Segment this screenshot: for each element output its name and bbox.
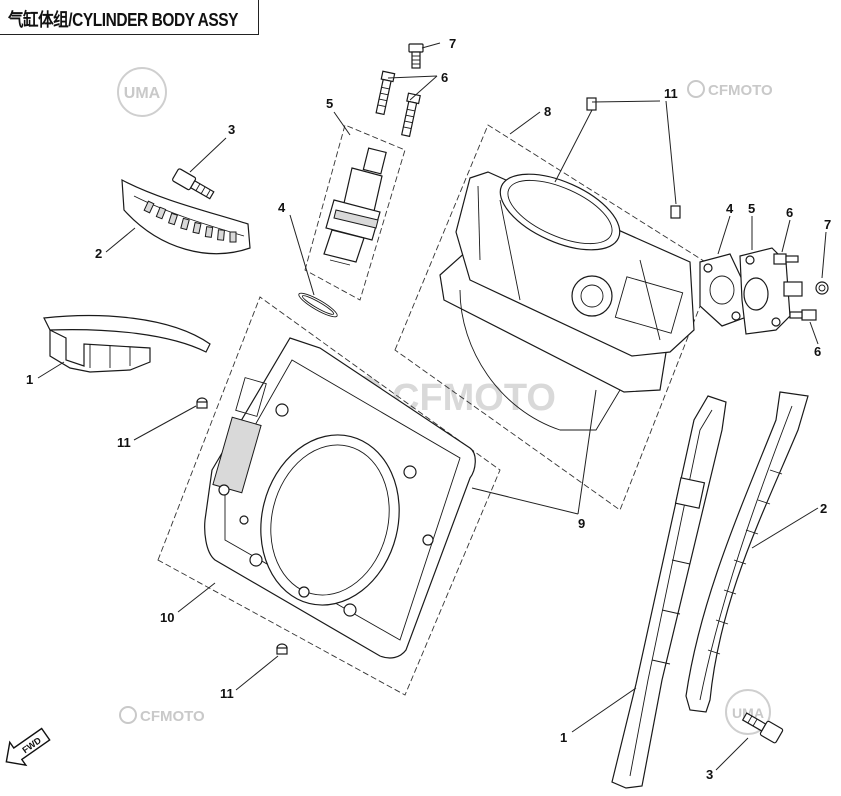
callout-6: 6 [441,70,448,85]
title-box: 气缸体组/CYLINDER BODY ASSY [0,0,259,35]
cfmoto-watermark-top: CFMOTO [687,80,773,99]
bolt-top-6b [401,92,421,138]
fitting-bolt-6-upper [773,253,799,265]
uma-badge-text: UMA [124,85,161,102]
chain-tensioner-upper [323,147,387,266]
bolt-top-7 [408,43,424,69]
chain-guide-right [611,395,727,789]
tensioner-gasket-4 [298,292,338,318]
group-box-tensioner [304,124,406,301]
cfmoto-watermark-text: CFMOTO [140,708,205,725]
bolt-top-6a [375,70,396,116]
diagram-title: 气缸体组/CYLINDER BODY ASSY [8,10,239,30]
water-fitting-5 [739,247,803,335]
dowel-pin-11-top-b [670,205,681,219]
right-arm-teeth [707,469,783,655]
fitting-bolt-6-lower [789,309,817,321]
chain-tensioner-arm-right [685,391,809,713]
callout-2: 2 [95,246,102,261]
cylinder-base-gasket-10 [204,337,476,659]
uma-watermark-top: UMA [117,67,167,117]
callout-4: 4 [726,201,734,216]
uma-badge-text: UMA [732,705,764,721]
uma-watermark-bottom: UMA [725,689,771,735]
arm-teeth [143,200,237,243]
water-fitting-gasket-4 [699,253,747,327]
group-box-cylinder [394,124,716,511]
chain-tensioner-arm-upper [121,178,251,255]
dowel-pin-11-top-a [586,97,597,111]
callout-1: 1 [560,730,567,745]
callout-3: 3 [706,767,713,782]
callout-3: 3 [228,122,235,137]
callout-6: 6 [814,344,821,359]
cfmoto-watermark-text: CFMOTO [708,82,773,99]
callout-11: 11 [117,435,131,450]
callout-4: 4 [278,200,286,215]
callout-8: 8 [544,104,551,119]
callout-1: 1 [26,372,33,387]
leader-lines [37,42,827,771]
fwd-arrow-icon: FWD [5,727,51,767]
callout-2: 2 [820,501,827,516]
callout-9: 9 [578,516,585,531]
chain-guide-upper [43,315,211,373]
cylinder-body-8 [439,171,695,431]
callout-7: 7 [449,36,456,51]
callout-labels: 7 6 5 3 2 4 1 11 10 11 8 11 4 5 6 7 6 9 … [26,36,831,782]
dowel-pin-11-bottom [276,643,288,655]
callout-11: 11 [664,86,678,101]
fitting-washer-7 [815,281,829,295]
cfmoto-watermark-bottom: CFMOTO [119,706,205,725]
callout-10: 10 [160,610,174,625]
callout-7: 7 [824,217,831,232]
dowel-pin-11-left [196,397,208,409]
callout-11: 11 [220,686,234,701]
callout-6: 6 [786,205,793,220]
guide-bolt-3-upper [172,168,215,200]
group-box-gasket [157,296,501,696]
callout-5: 5 [748,201,755,216]
guide-bolt-3-lower [741,712,784,744]
callout-5: 5 [326,96,333,111]
